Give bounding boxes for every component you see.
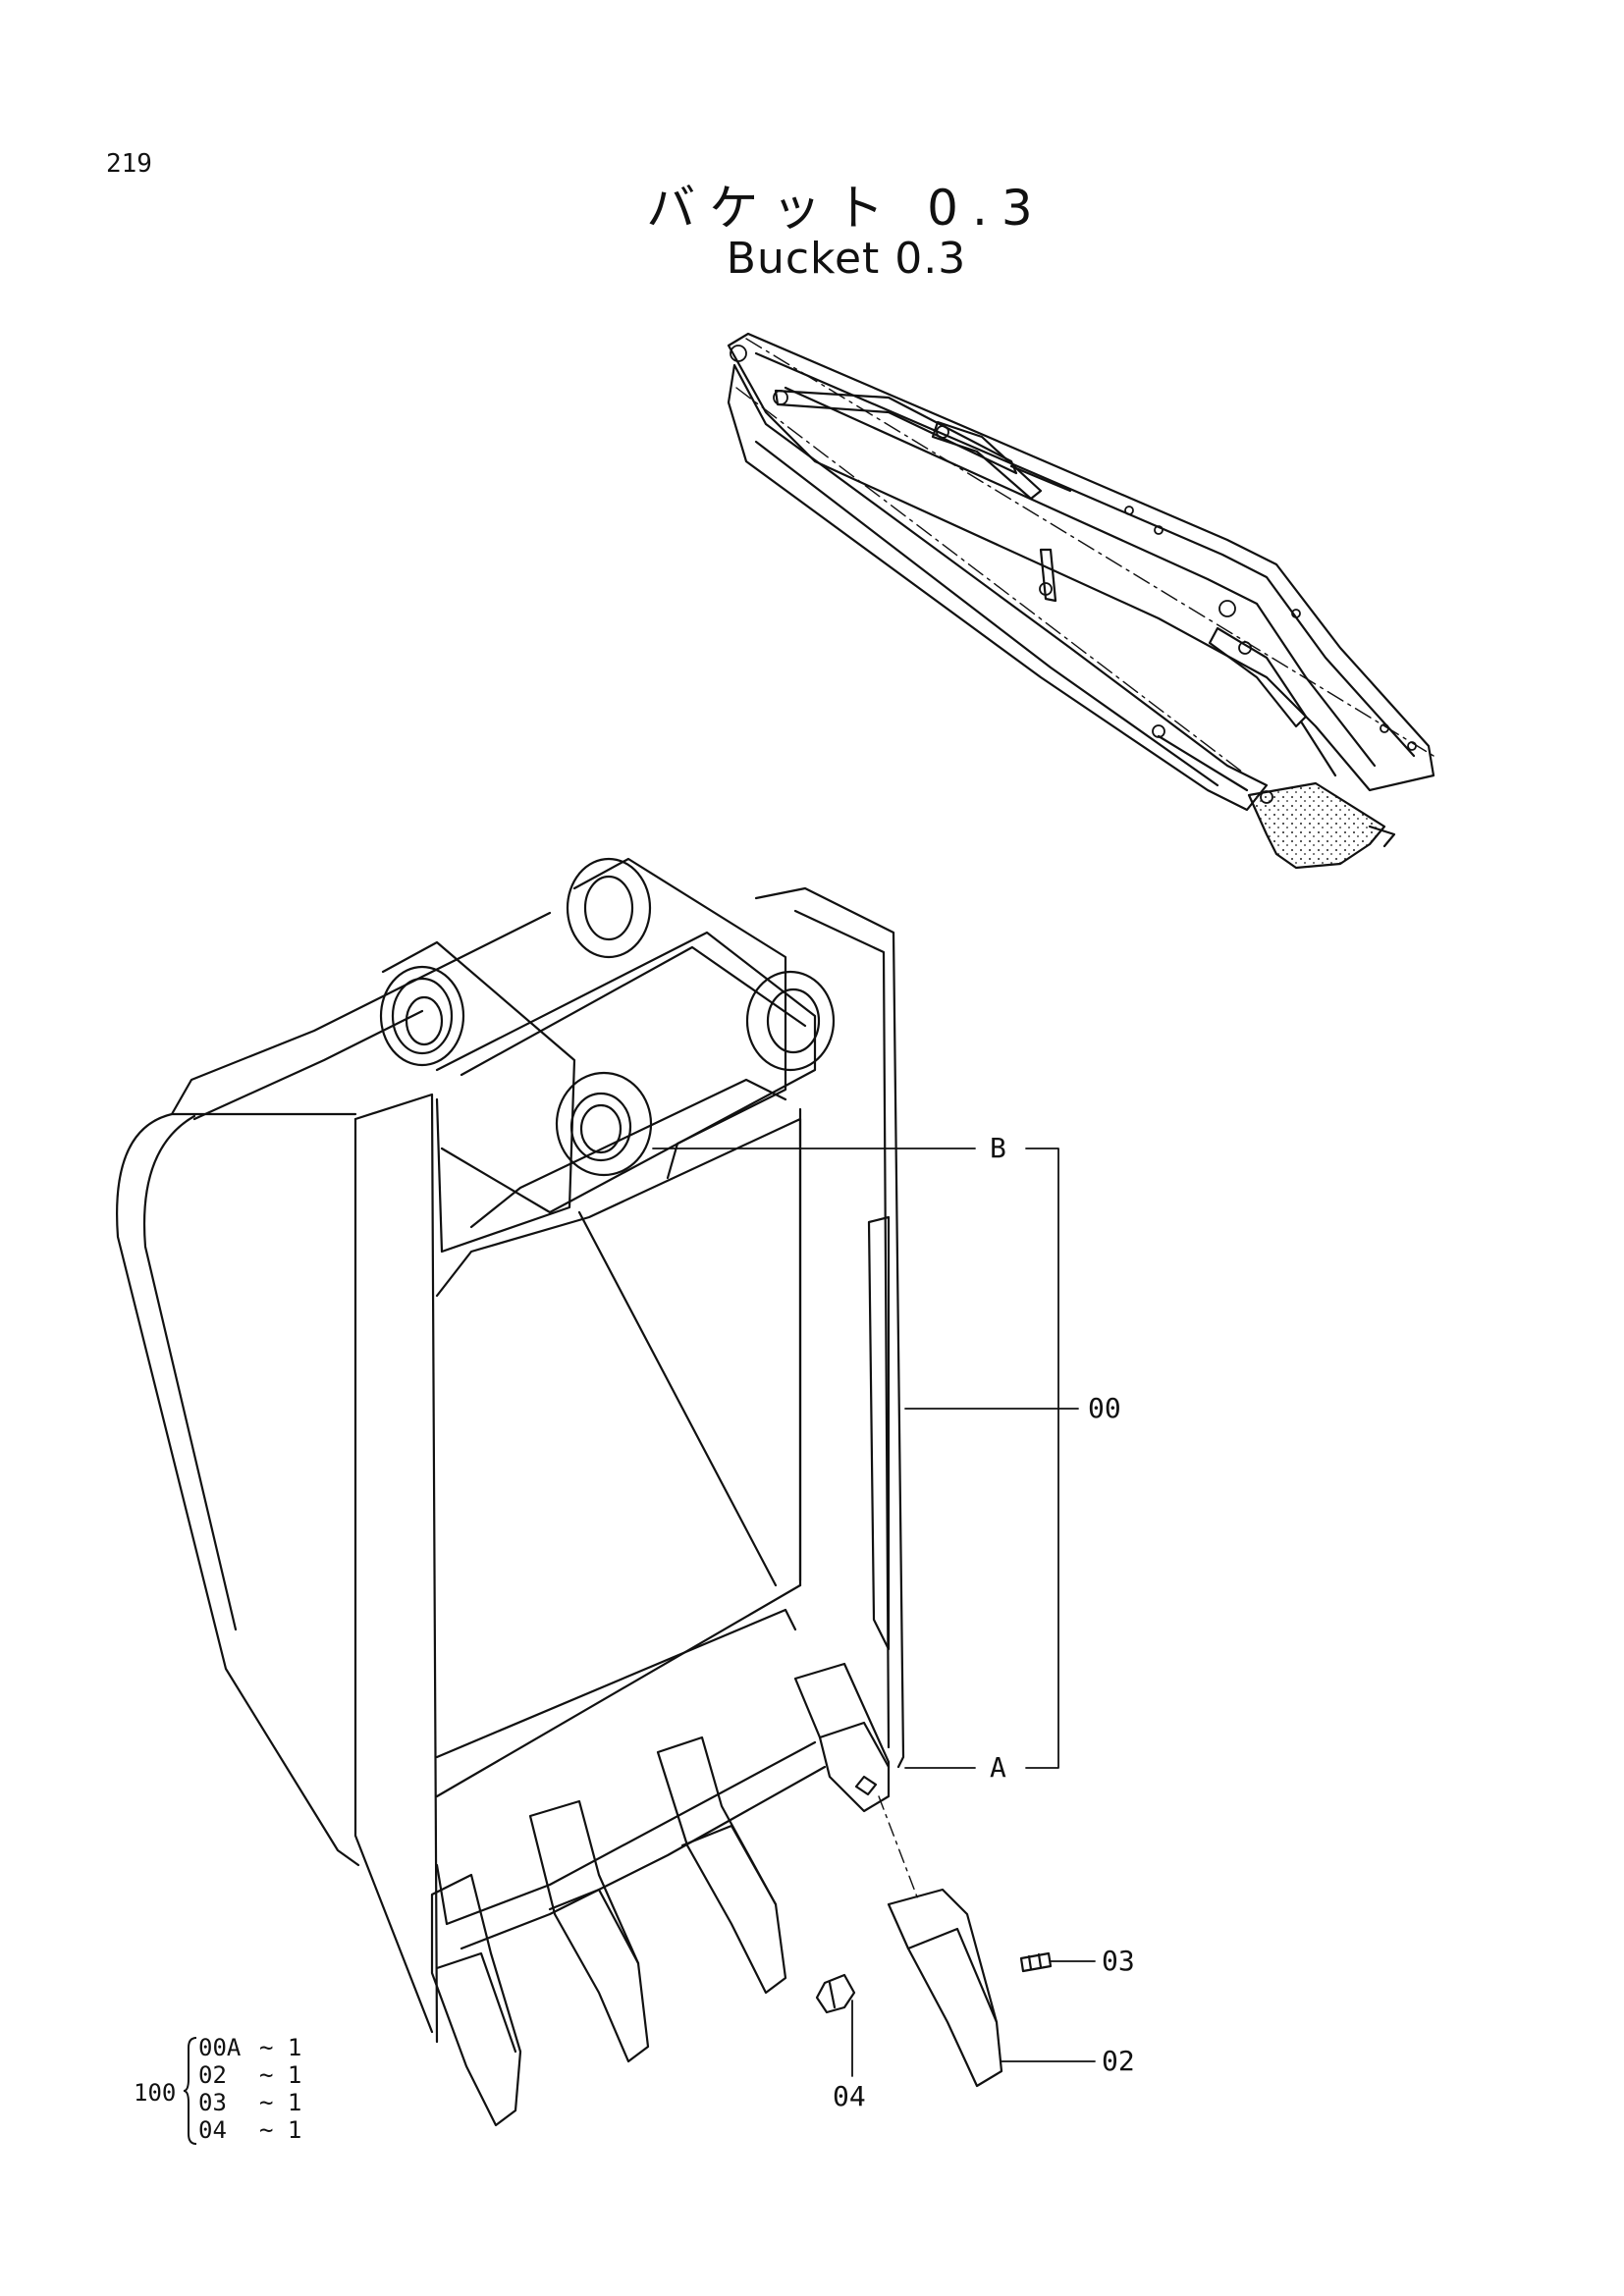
boom-body <box>727 332 1435 792</box>
bucket-cylinder <box>1208 626 1308 728</box>
boom-inner-edge <box>784 386 1377 768</box>
boom-cylinder-rod <box>1009 464 1072 493</box>
arm-centerline <box>735 387 1248 776</box>
bucket-pin-bosses <box>379 857 836 1177</box>
kit-item-part: 04 <box>198 2116 227 2144</box>
tooth-1 <box>430 1873 522 2127</box>
bucket-cutting-edge-lower <box>460 1765 827 1950</box>
kit-item: 04 ~ 1 <box>198 2116 336 2144</box>
small-bucket <box>1247 781 1386 870</box>
excavator-arm-illustration <box>727 332 1435 870</box>
link-bar <box>1157 734 1249 792</box>
part-02-tooth <box>887 1888 1003 2088</box>
leader-bracket-top <box>1025 1148 1059 1769</box>
kit-item-qty: ~ 1 <box>259 2089 302 2116</box>
kit-item-qty: ~ 1 <box>259 2061 302 2089</box>
bucket-bracket-web <box>469 1078 787 1229</box>
explode-centerline <box>878 1795 919 1900</box>
bucket-teeth <box>430 1662 891 2127</box>
callout-00: 00 <box>1088 1392 1121 1424</box>
arm-pins <box>730 345 1417 804</box>
callout-B: B <box>990 1132 1006 1164</box>
bucket-inside-diagonal <box>577 1210 778 1587</box>
arm-lower-edge <box>754 440 1219 787</box>
arm-body <box>727 363 1269 812</box>
tooth-3 <box>656 1735 787 1995</box>
kit-item-qty: ~ 1 <box>259 2116 302 2144</box>
bucket-bracket-left <box>381 940 576 1254</box>
bucket-cylinder-rod <box>1299 720 1337 777</box>
bucket-front-face-edge <box>353 1117 434 2034</box>
kit-item-qty: ~ 1 <box>259 2034 302 2061</box>
page-title-english: Bucket 0.3 <box>726 234 967 284</box>
kit-assembly-number: 100 <box>134 2079 177 2107</box>
tooth-2 <box>528 1799 650 2063</box>
tooth-4-pin-hole <box>854 1775 878 1796</box>
small-bucket-teeth <box>1368 825 1396 848</box>
kit-item: 00A ~ 1 <box>198 2034 336 2061</box>
bucket-back-plate <box>435 1117 802 1587</box>
link-rod <box>1039 548 1057 603</box>
bucket-cross-tube <box>435 931 817 1214</box>
part-03-lock-pin <box>1019 1951 1053 1973</box>
bucket-cutting-edge-top <box>435 1608 797 1759</box>
callout-04: 04 <box>833 2080 866 2112</box>
bucket-bracket-right <box>572 857 787 1180</box>
part-04-retainer <box>815 1973 856 2014</box>
bucket-top-rim <box>170 911 552 1116</box>
bucket-top-rim-2 <box>192 1009 424 1121</box>
arm-cylinder <box>931 420 1043 501</box>
page-title-japanese: バケット 0.3 <box>646 180 1047 237</box>
bucket-front-face <box>353 1093 439 2044</box>
kit-brace-icon <box>183 2037 197 2145</box>
tooth-4-adapter <box>793 1662 891 1813</box>
callout-03: 03 <box>1102 1945 1135 1977</box>
exploded-tooth-parts <box>815 1795 1053 2088</box>
bucket-cutting-edge <box>435 1740 817 1926</box>
kit-item: 03 ~ 1 <box>198 2089 336 2116</box>
kit-item-part: 03 <box>198 2089 227 2116</box>
bucket-left-side-plate <box>116 1112 360 1867</box>
leader-lines <box>652 1148 1096 2077</box>
bucket-main-drawing <box>116 857 1053 2127</box>
boom-centerline <box>745 338 1435 757</box>
bucket-right-side-plate <box>754 886 905 1769</box>
bucket-right-side-plate-inner <box>793 909 891 1749</box>
kit-items: 00A ~ 1 02 ~ 1 03 ~ 1 04 ~ 1 <box>198 2034 336 2144</box>
bucket-right-side-groove <box>867 1215 891 1651</box>
callout-02: 02 <box>1102 2045 1135 2077</box>
bucket-floor <box>435 1583 802 1798</box>
boom-cylinder <box>774 389 1018 475</box>
page-number: 219 <box>106 149 152 179</box>
boom-top-edge <box>754 351 1416 758</box>
kit-item-part: 00A <box>198 2034 242 2061</box>
bucket-cross-tube-2 <box>460 945 807 1077</box>
kit-item: 02 ~ 1 <box>198 2061 336 2089</box>
callout-A: A <box>990 1751 1006 1784</box>
bucket-left-side-plate-inner <box>143 1114 238 1631</box>
kit-item-part: 02 <box>198 2061 227 2089</box>
